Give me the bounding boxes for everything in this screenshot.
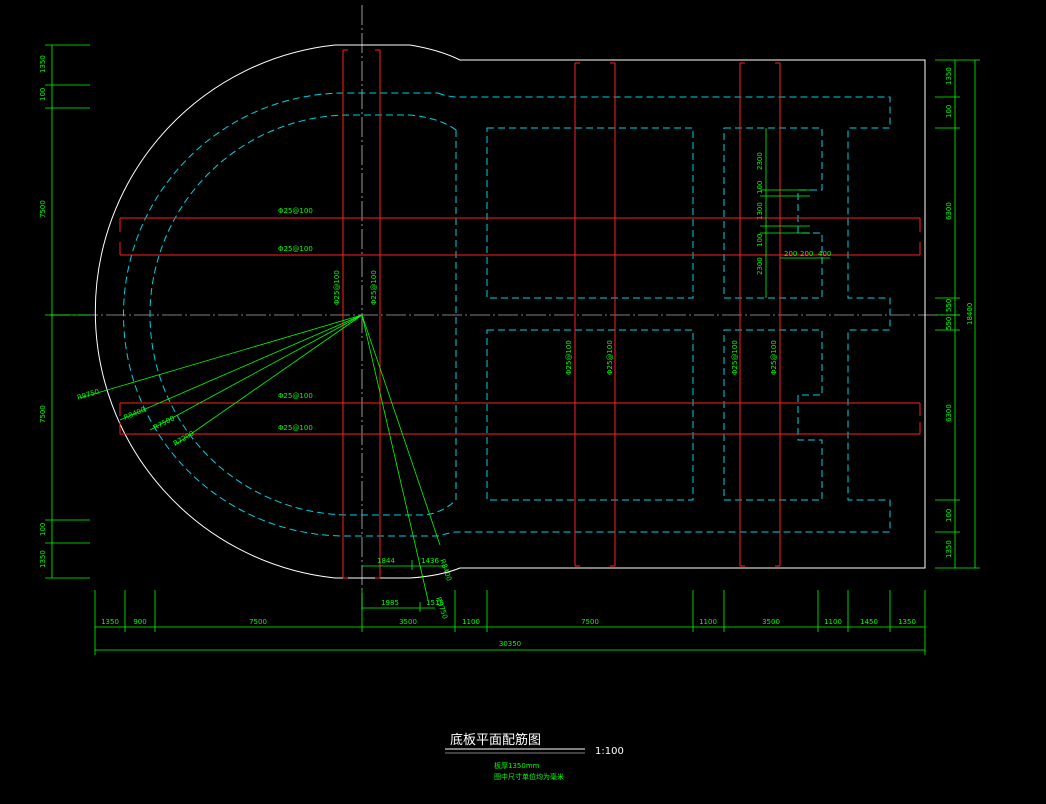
left-dim-2: 100 <box>39 88 47 101</box>
bottom-dim-total: 30350 <box>499 640 521 648</box>
room-3 <box>723 127 823 299</box>
rebar-strip-h-bottom <box>119 402 921 435</box>
right-dim-6: 6300 <box>945 404 953 422</box>
inner-dim-b: 1436 <box>421 557 439 565</box>
bottom-dim-9: 1100 <box>824 618 842 626</box>
bottom-dim-1: 1350 <box>101 618 119 626</box>
rebar-label-v2: Φ25@100 <box>370 270 378 305</box>
rebar-strip-v-2 <box>574 62 616 567</box>
room-1 <box>486 127 694 299</box>
bottom-dim-10: 1450 <box>860 618 878 626</box>
radius-label-2: R8400 <box>123 406 147 422</box>
rebar-label-h2: Φ25@100 <box>278 245 313 253</box>
right-dim-8: 1350 <box>945 540 953 558</box>
rebar-strip-v-3 <box>739 62 781 567</box>
inner-dim-d: 1515 <box>426 599 444 607</box>
detail-dim-v2: 100 <box>756 181 764 194</box>
detail-dim-v4: 100 <box>756 234 764 247</box>
left-dim-4: 7500 <box>39 405 47 423</box>
detail-dim-h3: 400 <box>818 250 831 258</box>
radius-label-3: R7500 <box>152 414 176 431</box>
bottom-dim-8: 3500 <box>762 618 780 626</box>
rebar-strips <box>119 49 921 579</box>
left-dimension-chain <box>45 44 90 579</box>
room-2 <box>486 329 694 501</box>
rebar-label-v5: Φ25@100 <box>731 340 739 375</box>
outer-wall-arc <box>123 92 891 537</box>
left-dim-6: 1350 <box>39 550 47 568</box>
right-dim-4: 550 <box>945 299 953 312</box>
rebar-label-h1: Φ25@100 <box>278 207 313 215</box>
wall-dashed-lines <box>123 92 891 537</box>
detail-dim-h1: 200 <box>784 250 797 258</box>
note-1: 板厚1350mm <box>494 761 540 770</box>
left-dim-1: 1350 <box>39 55 47 73</box>
rebar-label-v6: Φ25@100 <box>770 340 778 375</box>
detail-dim-h2: 200 <box>800 250 813 258</box>
bottom-dim-4: 3500 <box>399 618 417 626</box>
detail-dimensions <box>760 128 830 298</box>
inner-dim-c: 1985 <box>381 599 399 607</box>
right-dim-2: 100 <box>945 105 953 118</box>
radius-label-4: R7200 <box>172 429 196 447</box>
slab-outline <box>94 44 926 579</box>
rebar-label-v3: Φ25@100 <box>565 340 573 375</box>
bottom-dimension-chain <box>94 590 926 655</box>
left-dim-5: 100 <box>39 523 47 536</box>
left-dim-3: 7500 <box>39 200 47 218</box>
inner-dimensions <box>362 560 445 612</box>
bottom-dim-5: 1100 <box>462 618 480 626</box>
drawing-title: 底板平面配筋图 <box>450 732 541 748</box>
radius-label-1: R9750 <box>76 388 100 402</box>
bottom-dim-6: 7500 <box>581 618 599 626</box>
note-2: 图中尺寸单位均为毫米 <box>494 772 564 781</box>
right-dimension-chain <box>935 59 980 569</box>
rebar-label-h4: Φ25@100 <box>278 424 313 432</box>
bottom-dim-2: 900 <box>133 618 146 626</box>
room-4 <box>723 329 823 501</box>
bottom-dim-3: 7500 <box>249 618 267 626</box>
right-dim-3: 6300 <box>945 202 953 220</box>
detail-dim-v5: 2300 <box>756 257 764 275</box>
title-block: 底板平面配筋图 1:100 板厚1350mm 图中尺寸单位均为毫米 <box>445 732 624 781</box>
rebar-label-v1: Φ25@100 <box>333 270 341 305</box>
right-dim-1: 1350 <box>945 67 953 85</box>
detail-dim-v1: 2300 <box>756 152 764 170</box>
rebar-label-v4: Φ25@100 <box>606 340 614 375</box>
radius-label-5: R8400 <box>438 558 453 582</box>
right-dim-5: 550 <box>945 317 953 330</box>
inner-wall-arc <box>149 114 457 516</box>
right-dim-7: 100 <box>945 509 953 522</box>
bottom-dim-11: 1350 <box>898 618 916 626</box>
rebar-strip-v-axis <box>342 49 381 579</box>
bottom-dim-7: 1100 <box>699 618 717 626</box>
detail-dim-v3: 1300 <box>756 202 764 220</box>
rebar-strip-h-top <box>119 217 921 256</box>
right-dim-total: 18400 <box>966 303 974 325</box>
radius-leaders <box>79 314 441 601</box>
drawing-scale: 1:100 <box>595 746 624 757</box>
inner-dim-a: 1844 <box>377 557 395 565</box>
rebar-label-h3: Φ25@100 <box>278 392 313 400</box>
